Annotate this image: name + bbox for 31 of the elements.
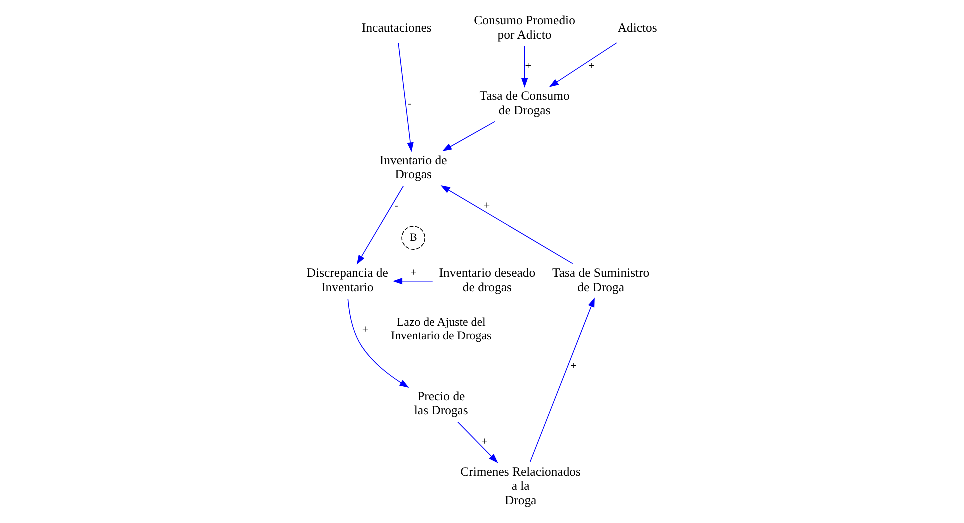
arrow xyxy=(548,42,617,88)
node-text: Inventario de Drogas xyxy=(379,153,447,182)
edge-label: + xyxy=(410,266,416,279)
arrow xyxy=(520,46,528,88)
arrow xyxy=(398,42,414,152)
node-text: Precio de las Drogas xyxy=(414,389,468,418)
arrow xyxy=(356,186,404,265)
arrow xyxy=(529,298,594,463)
node-text: Adictos xyxy=(617,20,657,35)
edge-label: - xyxy=(408,98,412,110)
node-text: Tasa de Suministro de Droga xyxy=(552,266,650,295)
node-text: Consumo Promedio por Adicto xyxy=(474,14,575,42)
arrow xyxy=(440,186,573,264)
edge-label: - xyxy=(394,200,398,212)
edge-label: + xyxy=(362,324,368,336)
node-text: Discrepancia de Inventario xyxy=(306,266,388,295)
arrow xyxy=(442,121,495,152)
edge-label: + xyxy=(570,360,576,373)
arrow xyxy=(347,298,409,388)
edge-label: + xyxy=(481,436,488,448)
node-text: Incautaciones xyxy=(361,20,432,35)
edge-label: + xyxy=(524,60,532,72)
node-text: Tasa de Consumo de Drogas xyxy=(479,89,570,118)
arrow xyxy=(392,278,433,285)
edge-label: + xyxy=(588,60,595,72)
node-text: Crimenes Relacionados a la Droga xyxy=(460,464,580,508)
node-text: Inventario deseado de drogas xyxy=(438,266,536,295)
edge-label: + xyxy=(483,200,490,212)
arrow xyxy=(456,422,498,464)
label: B xyxy=(409,232,417,244)
label: Lazo de Ajuste del Inventario de Drogas xyxy=(390,314,492,342)
